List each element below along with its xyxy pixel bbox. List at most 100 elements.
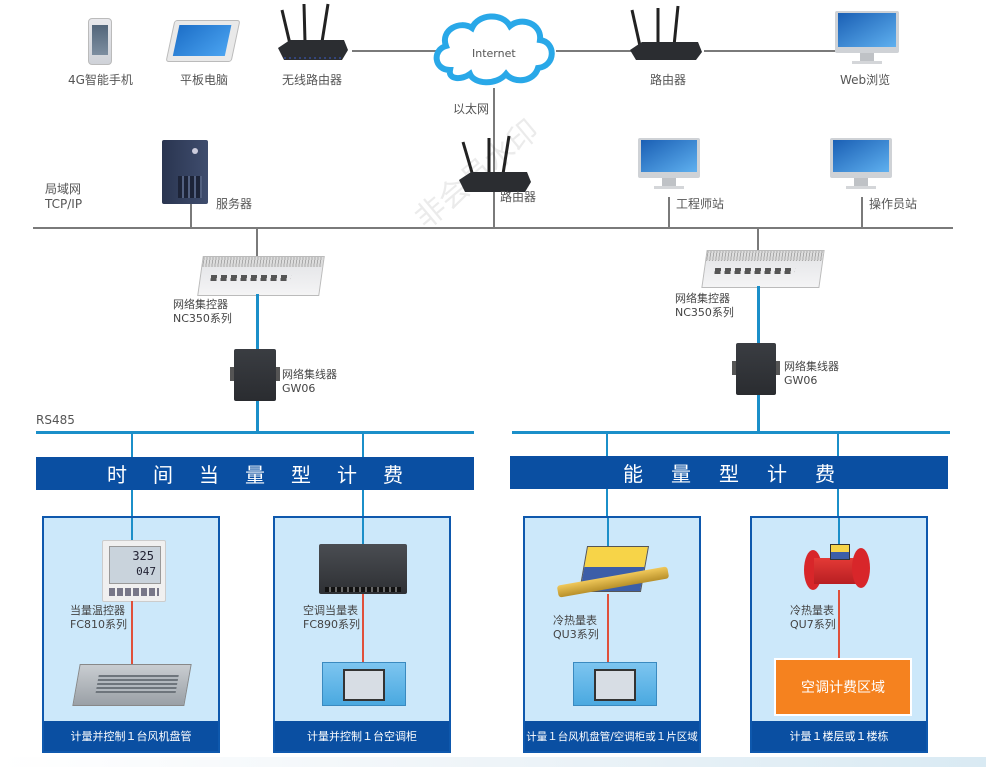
lan-bus <box>33 227 953 229</box>
engineer-label: 工程师站 <box>676 197 725 211</box>
operator-drop <box>861 197 863 228</box>
rs485-bus-right <box>512 431 950 434</box>
panel-2-feed <box>362 518 364 546</box>
device-1-label: 当量温控器 FC810系列 <box>70 604 127 632</box>
banner-char: 能 <box>623 462 643 486</box>
panel-fc890: 空调当量表 FC890系列 计量并控制１台空调柜 <box>273 516 451 753</box>
banner-char: 间 <box>153 463 173 487</box>
hub-left-name: 网络集线器 <box>282 368 337 381</box>
controller-right-name: 网络集控器 <box>675 292 730 305</box>
banner-char: 型 <box>291 463 311 487</box>
router-icon <box>630 5 702 60</box>
device-2-label: 空调当量表 FC890系列 <box>303 604 360 632</box>
device-2-model: FC890系列 <box>303 618 361 631</box>
controller-left-name: 网络集控器 <box>173 298 228 311</box>
rs485-bus-left <box>36 431 474 434</box>
hub-left-label: 网络集线器 GW06 <box>282 368 337 396</box>
panel-4-device-link <box>838 590 840 658</box>
device-2-name: 空调当量表 <box>303 604 358 617</box>
smartphone-icon <box>88 18 112 65</box>
banner-pass-3 <box>606 489 608 517</box>
wireless-router-icon <box>278 3 348 60</box>
device-1-name: 当量温控器 <box>70 604 125 617</box>
thermostat-icon: 325 047 <box>102 540 166 602</box>
controller-right-drop <box>757 228 759 256</box>
network-controller-left-icon <box>197 256 325 296</box>
network-hub-right-icon <box>732 343 780 395</box>
server-drop <box>190 204 192 228</box>
wan-link-left <box>352 50 452 52</box>
panel-4-footer: 计量１楼层或１楼栋 <box>752 721 926 751</box>
panel-qu7: 冷热量表 QU7系列 空调计费区域 计量１楼层或１楼栋 <box>750 516 928 753</box>
billing-area-box: 空调计费区域 <box>774 658 912 716</box>
fan-coil-unit-icon <box>72 664 192 706</box>
ac-cabinet-icon <box>322 662 406 706</box>
ac-meter-icon <box>319 544 407 594</box>
controller-left-label: 网络集控器 NC350系列 <box>173 298 232 326</box>
panel-3-feed <box>607 518 609 550</box>
banner-pass-4 <box>837 489 839 517</box>
ethernet-link <box>493 88 495 228</box>
lan-router-icon <box>459 135 531 192</box>
web-monitor-icon <box>835 11 899 64</box>
hub-right-model: GW06 <box>784 374 818 387</box>
router-top-label: 路由器 <box>650 73 687 87</box>
panel-2-device-link <box>362 594 364 662</box>
engineer-station-icon <box>638 138 700 189</box>
banner-char: 费 <box>815 462 835 486</box>
phone-label: 4G智能手机 <box>68 73 133 87</box>
ethernet-label: 以太网 <box>453 102 490 116</box>
heat-meter-qu7-icon <box>804 544 870 590</box>
operator-station-icon <box>830 138 892 189</box>
panel-1-device-link <box>131 601 133 664</box>
banner-char: 当 <box>199 463 219 487</box>
banner-char: 时 <box>107 463 127 487</box>
panel-qu3: 冷热量表 QU3系列 计量１台风机盘管/空调柜或１片区域 <box>523 516 701 753</box>
web-link <box>704 50 844 52</box>
internet-cloud-icon <box>433 13 555 86</box>
panel-3-footer: 计量１台风机盘管/空调柜或１片区域 <box>525 721 699 751</box>
engineer-drop <box>668 197 670 228</box>
banner-char: 量 <box>245 463 265 487</box>
hub-right-name: 网络集线器 <box>784 360 839 373</box>
panel-1-footer: 计量并控制１台风机盘管 <box>44 721 218 751</box>
panel-1-feed <box>131 518 133 540</box>
thermostat-display-top: 325 <box>132 549 154 563</box>
banner-char: 量 <box>671 462 691 486</box>
thermostat-display-bottom: 047 <box>136 565 156 578</box>
banner-pass-2 <box>362 490 364 518</box>
panel-2-footer: 计量并控制１台空调柜 <box>275 721 449 751</box>
device-4-model: QU7系列 <box>790 618 836 631</box>
energy-billing-banner: 能 量 型 计 费 <box>510 456 948 489</box>
controller-left-drop <box>256 228 258 258</box>
controller-left-model: NC350系列 <box>173 312 232 325</box>
hub-left-model: GW06 <box>282 382 316 395</box>
tablet-label: 平板电脑 <box>180 73 229 87</box>
internet-label: Internet <box>472 47 516 60</box>
bottom-gradient <box>0 757 986 767</box>
web-label: Web浏览 <box>840 73 891 87</box>
network-controller-right-icon <box>701 250 825 288</box>
operator-label: 操作员站 <box>869 197 918 211</box>
time-billing-banner: 时 间 当 量 型 计 费 <box>36 457 474 490</box>
wan-link-right <box>556 50 636 52</box>
lan-label: 局域网 TCP/IP <box>45 182 82 212</box>
banner-char: 计 <box>767 462 787 486</box>
tablet-icon <box>165 20 241 62</box>
network-hub-left-icon <box>230 349 280 401</box>
panel-4-feed <box>838 518 840 544</box>
hub-right-label: 网络集线器 GW06 <box>784 360 839 388</box>
controller-right-model: NC350系列 <box>675 306 734 319</box>
ac-cabinet-icon <box>573 662 657 706</box>
banner-char: 型 <box>719 462 739 486</box>
wireless-router-label: 无线路由器 <box>282 73 343 87</box>
device-3-model: QU3系列 <box>553 628 599 641</box>
device-4-name: 冷热量表 <box>790 604 834 617</box>
device-1-model: FC810系列 <box>70 618 128 631</box>
device-3-label: 冷热量表 QU3系列 <box>553 614 599 642</box>
panel-3-device-link <box>607 594 609 662</box>
rs485-label: RS485 <box>36 413 75 427</box>
device-4-label: 冷热量表 QU7系列 <box>790 604 836 632</box>
controller-right-label: 网络集控器 NC350系列 <box>675 292 734 320</box>
banner-char: 计 <box>337 463 357 487</box>
